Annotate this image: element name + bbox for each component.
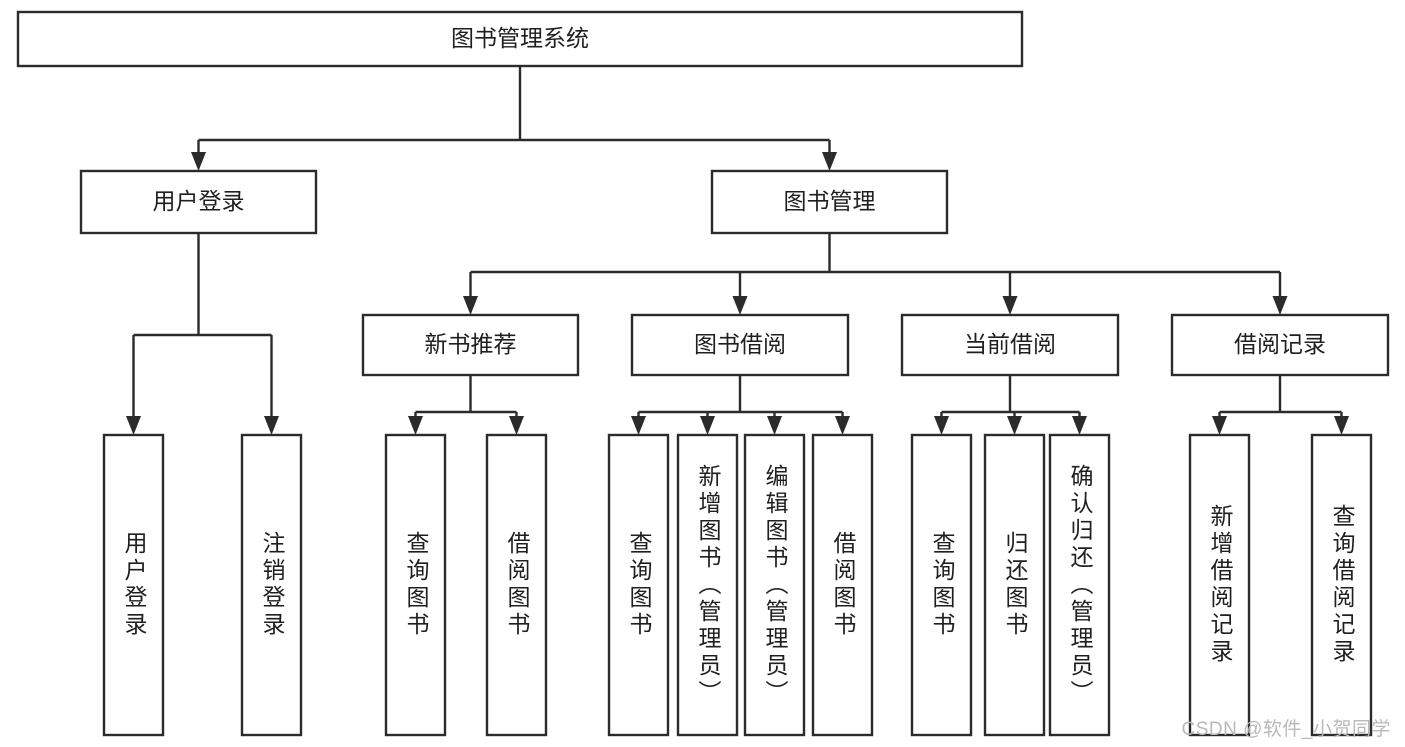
node-box-leaf-add-record[interactable] [1188,433,1251,737]
node-box-new-book-recommend[interactable] [361,313,580,377]
node-box-leaf-borrow-book-2[interactable] [811,433,874,737]
node-box-book-manage[interactable] [710,169,949,235]
node-label-root: 图书管理系统 [451,25,589,51]
node-box-current-borrow[interactable] [900,313,1120,377]
node-box-leaf-query-record[interactable] [1310,433,1373,737]
node-box-user-login[interactable] [79,169,318,235]
node-box-root[interactable] [16,10,1024,68]
node-box-leaf-add-book[interactable] [676,433,739,737]
node-label-user-login: 用户登录 [153,188,245,214]
arrow-head-icon [767,416,782,435]
arrow-head-icon [822,152,837,171]
arrow-head-icon [934,416,949,435]
arrow-head-icon [1002,296,1018,315]
node-box-leaf-user-login[interactable] [102,433,165,737]
arrow-head-icon [264,416,279,435]
watermark-text: CSDN @软件_小贺同学 [1181,719,1391,740]
arrow-head-icon [408,416,423,435]
arrow-head-icon [463,296,478,315]
arrow-head-icon [126,416,141,435]
node-label-book-borrow: 图书借阅 [694,331,786,357]
node-box-leaf-confirm-return[interactable] [1048,433,1111,737]
arrow-head-icon [631,416,646,435]
node-label-book-manage: 图书管理 [784,188,876,214]
arrow-head-icon [1272,296,1288,315]
arrow-head-icon [835,416,850,435]
node-box-leaf-return-book[interactable] [983,433,1046,737]
node-box-leaf-query-book-2[interactable] [607,433,670,737]
node-label-current-borrow: 当前借阅 [964,331,1056,357]
node-box-borrow-record[interactable] [1170,313,1390,377]
node-box-book-borrow[interactable] [630,313,850,377]
arrow-head-icon [1072,416,1087,435]
node-box-leaf-logout[interactable] [240,433,303,737]
arrow-head-icon [1334,416,1349,435]
node-box-leaf-edit-book[interactable] [743,433,806,737]
node-box-leaf-borrow-book-1[interactable] [485,433,548,737]
node-label-borrow-record: 借阅记录 [1234,331,1326,357]
node-box-leaf-query-book-3[interactable] [910,433,973,737]
arrow-head-icon [732,296,748,315]
arrow-head-icon [509,416,524,435]
arrow-head-icon [191,152,206,171]
arrow-head-icon [700,416,715,435]
arrow-head-icon [1212,416,1227,435]
node-label-new-book-recommend: 新书推荐 [425,331,517,357]
node-box-leaf-query-book-1[interactable] [384,433,447,737]
arrow-head-icon [1007,416,1022,435]
